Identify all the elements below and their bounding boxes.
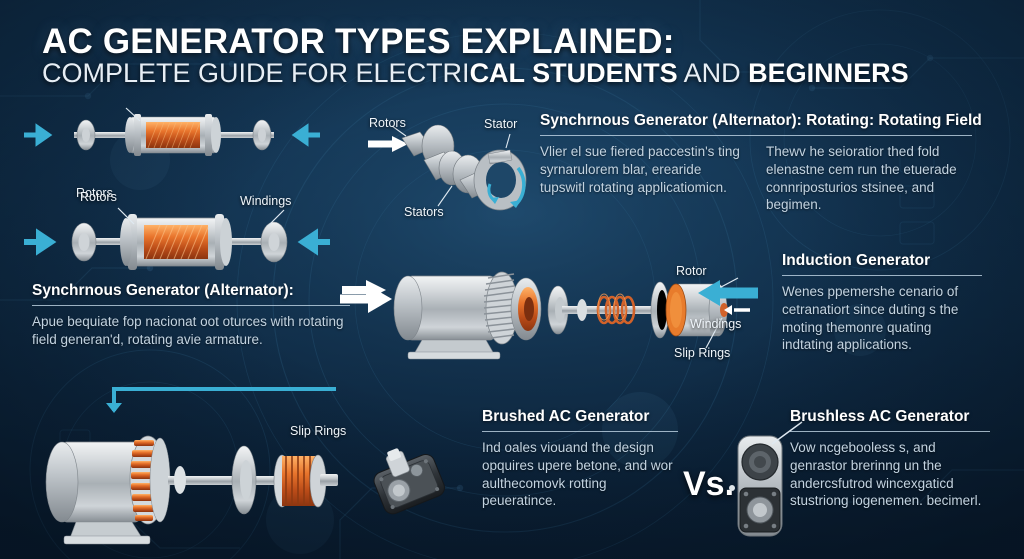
- block-body-brushed-generator: Ind oales viouand the design opquires up…: [482, 440, 673, 509]
- page-title-line2: COMPLETE GUIDE FOR ELECTRICAL STUDENTS A…: [42, 58, 909, 89]
- page-title-line2-part-d: BEGINNERS: [748, 58, 909, 88]
- block-body-synchronous-rotating-field-col1: Vlier el sue fiered paccestin's ting syr…: [540, 144, 740, 195]
- callout-assembly-rotors: Rotors: [369, 116, 406, 130]
- callout-assembly-stator: Stator: [484, 117, 518, 131]
- callout-bottom-slip-rings: Slip Rings: [290, 424, 347, 438]
- arrow-white-left-to-center: [340, 285, 392, 313]
- illustration-generator-top-row2: [24, 207, 330, 270]
- text-block-brushed-generator: Brushed AC Generator Ind oales viouand t…: [482, 408, 678, 510]
- block-heading-synchronous-alternator: Synchrnous Generator (Alternator):: [32, 282, 350, 306]
- page-title-line2-part-c: AND: [677, 58, 749, 88]
- callout-center-slip-rings: Slip Rings: [674, 346, 731, 360]
- connector-cyan-bracket: [106, 387, 336, 413]
- block-heading-synchronous-rotating-field: Synchrnous Generator (Alternator): Rotat…: [540, 112, 982, 136]
- callout-center-rotor: Rotor: [676, 264, 707, 278]
- block-heading-induction-generator: Induction Generator: [782, 252, 982, 276]
- vs-label: Vs.: [683, 465, 735, 503]
- text-block-synchronous-alternator: Synchrnous Generator (Alternator): Apue …: [32, 282, 350, 349]
- illustration-brushed-device: [373, 448, 445, 515]
- text-block-synchronous-rotating-field: Synchrnous Generator (Alternator): Rotat…: [540, 112, 982, 214]
- callout-top-row1-rotors: Rotors: [76, 186, 113, 200]
- illustration-alternator-bottom-left: [45, 435, 338, 545]
- text-block-brushless-generator: Brushless AC Generator Vow ncgebooless s…: [790, 408, 990, 510]
- illustration-rotor-stator-assembly: [368, 124, 527, 211]
- callout-top-row2-rotors: Rotors: [80, 190, 117, 204]
- illustration-generator-center-exploded: [342, 271, 750, 360]
- text-block-induction-generator: Induction Generator Wenes ppemershe cena…: [782, 252, 982, 354]
- leader-brushless-heading: [771, 421, 803, 445]
- block-body-brushless-generator: Vow ncgebooless s, and genrastor brerinn…: [790, 440, 982, 509]
- callout-top-row2-windings: Windings: [240, 194, 292, 208]
- callout-center-windings: Windings: [690, 317, 742, 331]
- page-title-line2-part-a: COMPLETE GUIDE FOR ELECTRI: [42, 58, 470, 88]
- callout-assembly-stators: Stators: [404, 205, 444, 219]
- block-body-induction-generator: Wenes ppemershe cenario of cetranatiort …: [782, 284, 959, 353]
- block-body-synchronous-alternator: Apue bequiate fop nacionat oot oturces w…: [32, 314, 344, 347]
- block-heading-brushed-generator: Brushed AC Generator: [482, 408, 678, 432]
- page-title-line2-part-b: CAL STUDENTS: [469, 58, 678, 88]
- block-heading-brushless-generator: Brushless AC Generator: [790, 408, 990, 432]
- page-title-line1: AC GENERATOR TYPES EXPLAINED:: [42, 22, 675, 61]
- illustration-brushless-device: [729, 435, 783, 537]
- block-body-synchronous-rotating-field-col2: Thewv he seioratior thed fold elenastne …: [766, 144, 957, 213]
- illustration-generator-top-row1: [24, 107, 320, 156]
- arrow-cyan-left-center: [698, 280, 758, 306]
